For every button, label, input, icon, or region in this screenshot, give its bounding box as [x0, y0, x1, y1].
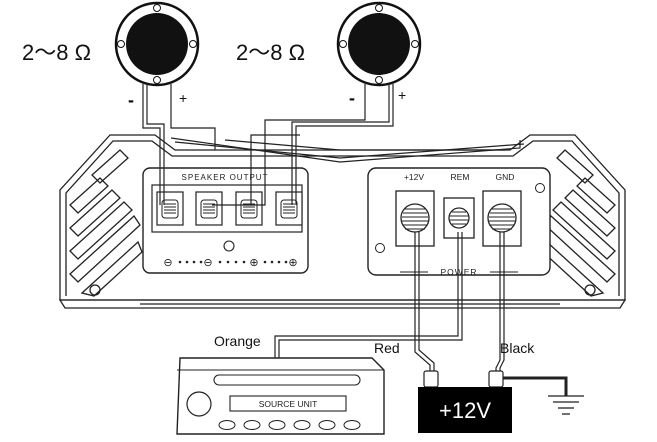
preset-button-1[interactable] [218, 420, 236, 430]
speaker-right-plus: + [398, 87, 406, 103]
battery-body [418, 387, 512, 433]
preset-button-6[interactable] [343, 420, 361, 430]
speaker-right [336, 1, 422, 87]
power-panel-screw-left [375, 243, 385, 253]
preset-button-4[interactable] [293, 420, 311, 430]
terminal-label-rem: REM [451, 172, 470, 182]
preset-button-2[interactable] [243, 420, 261, 430]
wire-label-black: Black [500, 340, 535, 356]
speaker-output-label: SPEAKER OUTPUT [182, 173, 269, 182]
terminal-label-gnd: GND [496, 172, 515, 182]
speaker-terminal-1[interactable] [156, 191, 184, 226]
speaker-terminal-2[interactable] [195, 191, 223, 226]
polarity-plus-2: ⊕ [288, 257, 297, 269]
battery-positive-post [423, 370, 439, 388]
ground-icon [503, 376, 584, 415]
speaker-left-minus: - [128, 90, 134, 110]
polarity-plus-1: ⊕ [249, 257, 258, 269]
battery: +12V [418, 370, 512, 433]
power-label: POWER [440, 267, 477, 277]
power-panel-screw-right [535, 183, 545, 193]
panel-screw [223, 240, 235, 252]
source-unit: SOURCE UNIT [176, 357, 385, 435]
terminal-label-12v: +12V [404, 172, 424, 182]
polarity-dots [178, 260, 288, 264]
battery-negative-post [488, 370, 504, 388]
power-wires [274, 232, 505, 372]
wire-label-orange: Orange [214, 333, 261, 349]
power-panel: +12V REM GND POWER [367, 167, 551, 277]
volume-knob-icon[interactable] [186, 391, 212, 417]
preset-button-5[interactable] [318, 420, 336, 430]
speaker-left-impedance: 2～8 Ω [22, 40, 91, 65]
cd-slot [213, 374, 361, 386]
power-terminal-rem[interactable] [443, 197, 475, 239]
speaker-output-panel: SPEAKER OUTPUT ⊖ ⊖ ⊕ ⊕ [142, 167, 309, 274]
speaker-right-minus: - [349, 88, 355, 108]
source-unit-label: SOURCE UNIT [259, 399, 318, 409]
power-terminal-gnd[interactable] [482, 190, 522, 247]
battery-label: +12V [439, 398, 491, 423]
source-unit-display [229, 395, 347, 412]
wire-label-red: Red [374, 340, 400, 356]
polarity-minus-2: ⊖ [203, 257, 212, 269]
speaker-terminal-3[interactable] [235, 191, 263, 226]
speaker-right-impedance: 2～8 Ω [236, 40, 305, 65]
speaker-left [114, 1, 200, 87]
polarity-minus-1: ⊖ [163, 257, 172, 269]
speaker-left-plus: + [179, 90, 187, 106]
preset-button-3[interactable] [268, 420, 286, 430]
speaker-wires [142, 84, 525, 206]
speaker-terminal-4[interactable] [275, 191, 303, 226]
